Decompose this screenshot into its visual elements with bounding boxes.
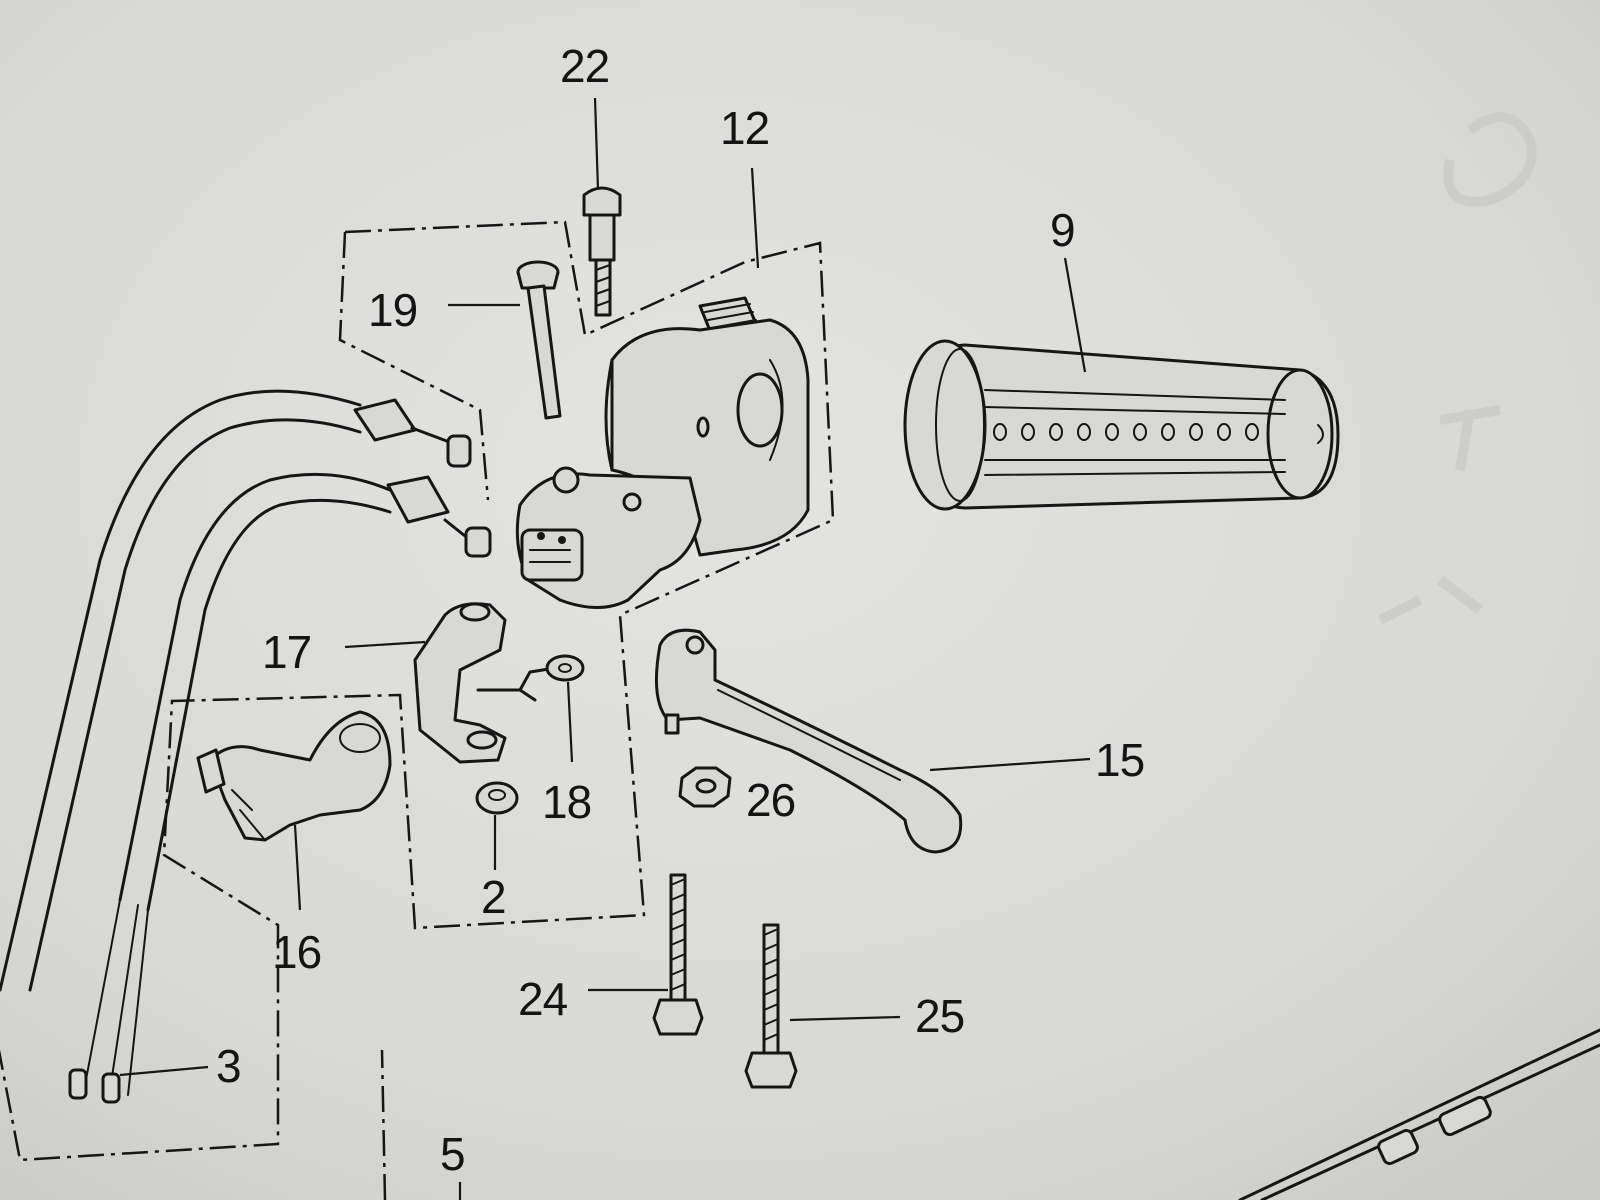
- callout-2: 2: [481, 871, 506, 923]
- callout-22: 22: [560, 40, 609, 92]
- switch-cable-ends: [353, 398, 492, 558]
- callout-5: 5: [440, 1128, 465, 1180]
- master-cylinder-body: [515, 466, 702, 609]
- callout-3: 3: [216, 1040, 241, 1092]
- bleed-through-marks: [1377, 112, 1537, 625]
- callout-25: 25: [915, 990, 964, 1042]
- assembly-boundaries: [0, 220, 835, 1200]
- nut-26: [678, 766, 732, 808]
- callout-18: 18: [542, 776, 591, 828]
- washer-2: [475, 781, 519, 815]
- callout-labels: 22 12 9 19 17 18 26 15 2 16 24 25 3 5: [216, 40, 1145, 1180]
- callout-19: 19: [368, 284, 417, 336]
- switch-block-16: [196, 710, 392, 842]
- bolt-25: [744, 923, 798, 1089]
- callout-15: 15: [1095, 734, 1144, 786]
- bolt-24: [652, 873, 704, 1036]
- grip-dimples: [993, 423, 1259, 441]
- callout-24: 24: [518, 973, 568, 1025]
- wiring-harness: [68, 472, 392, 1104]
- clutch-cable: [1238, 1028, 1600, 1200]
- callout-16: 16: [272, 926, 321, 978]
- screw-22: [582, 186, 622, 317]
- spring-clip-18: [476, 654, 585, 702]
- bracket-17: [413, 602, 507, 764]
- grip-9: [903, 339, 1340, 511]
- handlebar-tube: [0, 389, 362, 992]
- leader-lines: [119, 97, 1091, 1200]
- lever-15: [654, 628, 963, 854]
- callout-17: 17: [262, 626, 311, 678]
- callout-12: 12: [720, 102, 769, 154]
- callout-26: 26: [746, 774, 795, 826]
- callout-9: 9: [1050, 204, 1075, 256]
- pin-19: [516, 260, 562, 420]
